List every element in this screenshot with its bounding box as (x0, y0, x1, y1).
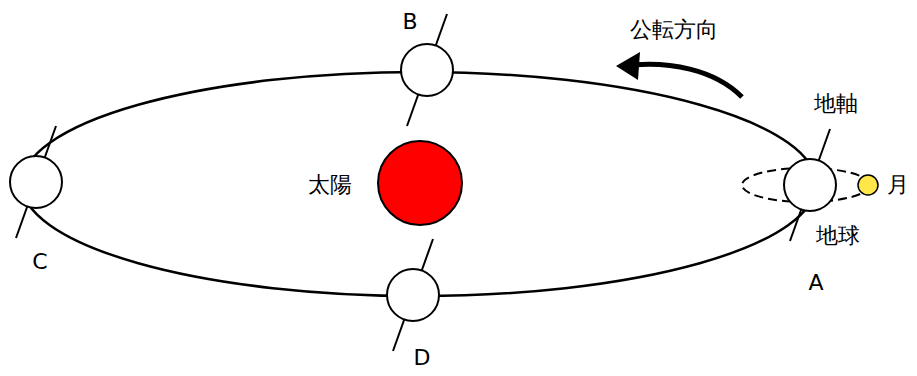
earth-d (387, 239, 439, 351)
sun-label: 太陽 (308, 174, 352, 196)
direction-label: 公転方向 (630, 19, 718, 41)
position-label: A (808, 272, 823, 294)
revolution-arrowhead (616, 52, 640, 80)
moon (858, 175, 878, 195)
revolution-arrow (622, 64, 742, 97)
orbit-path (22, 72, 816, 296)
earth-label: 地球 (816, 225, 860, 247)
position-label: B (402, 11, 417, 33)
position-label: C (32, 251, 47, 273)
moon-label: 月 (887, 174, 909, 196)
sun (378, 141, 462, 225)
position-label: D (414, 347, 431, 369)
earth-c (10, 126, 62, 238)
axis-label: 地軸 (814, 93, 858, 115)
